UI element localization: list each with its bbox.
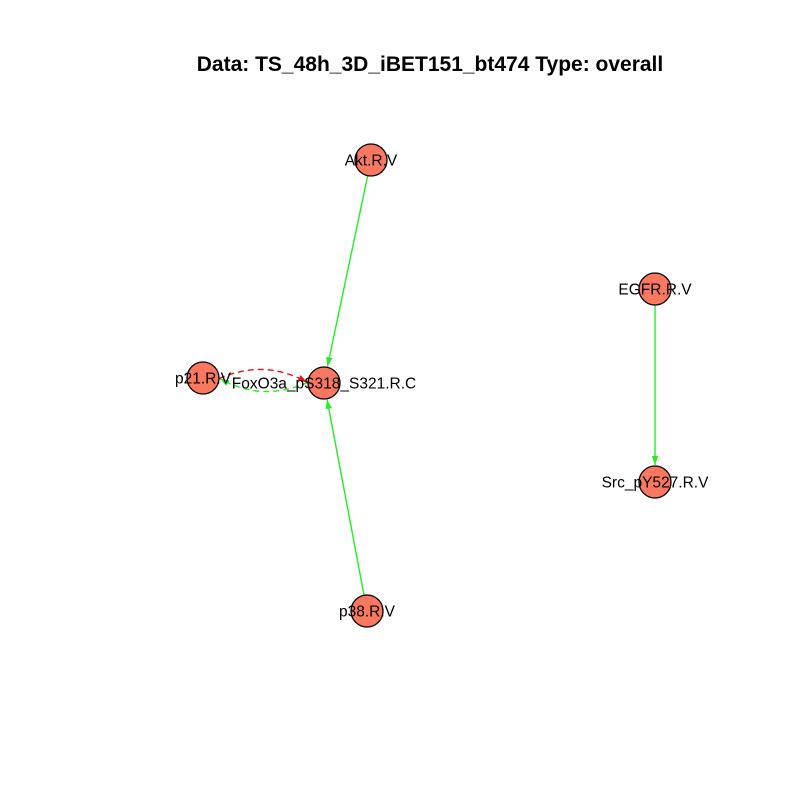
edge-p21-to-foxo bbox=[218, 368, 308, 383]
edges-layer bbox=[218, 175, 659, 596]
node-src-label: Src_pY527.R.V bbox=[602, 475, 709, 492]
node-akt: Akt.R.V bbox=[345, 143, 398, 177]
graph-title: Data: TS_48h_3D_iBET151_bt474 Type: over… bbox=[197, 53, 663, 76]
node-p21: p21.R.V bbox=[175, 361, 232, 395]
node-p38-label: p38.R.V bbox=[339, 604, 396, 621]
node-p21-label: p21.R.V bbox=[175, 371, 232, 388]
edge-p38-to-foxo bbox=[326, 399, 365, 596]
node-akt-circle bbox=[354, 143, 388, 177]
node-akt-label: Akt.R.V bbox=[345, 153, 398, 170]
edge-foxo-to-p21 bbox=[219, 378, 309, 393]
edge-p38-to-foxo-arrow bbox=[325, 399, 332, 410]
edge-p21-to-foxo-arrow bbox=[297, 375, 308, 383]
node-foxo: FoxO3a_pS318_S321.R.C bbox=[232, 366, 416, 400]
node-p38-circle bbox=[350, 594, 384, 628]
edge-akt-to-foxo-arrow bbox=[326, 356, 333, 367]
edge-egfr-to-src-arrow bbox=[651, 456, 659, 465]
node-p21-circle bbox=[186, 361, 220, 395]
node-egfr-label: EGFR.R.V bbox=[618, 282, 692, 299]
node-src: Src_pY527.R.V bbox=[602, 465, 709, 499]
node-egfr: EGFR.R.V bbox=[618, 272, 692, 306]
node-egfr-circle bbox=[638, 272, 672, 306]
node-src-circle bbox=[638, 465, 672, 499]
edge-foxo-to-p21-arrow bbox=[219, 378, 230, 386]
node-foxo-circle bbox=[307, 366, 341, 400]
node-p38: p38.R.V bbox=[339, 594, 396, 628]
edge-akt-to-foxo bbox=[326, 175, 369, 367]
node-foxo-label: FoxO3a_pS318_S321.R.C bbox=[232, 376, 416, 393]
